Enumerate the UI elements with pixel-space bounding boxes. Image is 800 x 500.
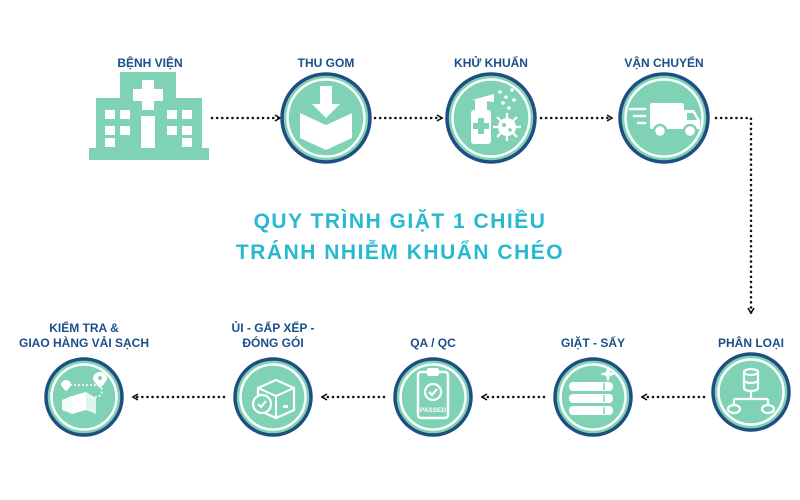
disinfect-spray-icon (445, 72, 537, 164)
step-label-transport: VẬN CHUYỂN (624, 56, 704, 70)
step-label-delivery: KIỂM TRA & GIAO HÀNG VẢI SẠCH (18, 321, 150, 350)
diagram-title-line1: QUY TRÌNH GIẶT 1 CHIỀU (253, 210, 547, 233)
clipboard-check-icon: PASSED (393, 357, 473, 437)
step-label-hospital: BỆNH VIỆN (117, 56, 183, 70)
delivery-route-icon (44, 357, 124, 437)
collection-box-icon (280, 72, 372, 164)
passed-badge-text: PASSED (420, 407, 447, 414)
package-check-icon (233, 357, 313, 437)
hospital-icon (89, 62, 209, 160)
step-label-qa-qc: QA / QC (410, 336, 456, 350)
step-label-disinfect: KHỬ KHUẨN (454, 56, 528, 70)
diagram-title-line2: TRÁNH NHIỄM KHUẨN CHÉO (235, 241, 565, 264)
step-label-sorting: PHÂN LOẠI (718, 336, 784, 350)
sorting-database-icon (711, 352, 791, 432)
folded-towels-icon (553, 357, 633, 437)
delivery-truck-icon (618, 72, 710, 164)
step-label-washing: GIẶT - SẤY (560, 336, 626, 350)
arrow-transport-to-sorting (714, 116, 755, 315)
step-label-collection: THU GOM (297, 56, 355, 70)
step-label-packing: ỦI - GẤP XẾP - ĐÓNG GÓI (231, 321, 315, 350)
